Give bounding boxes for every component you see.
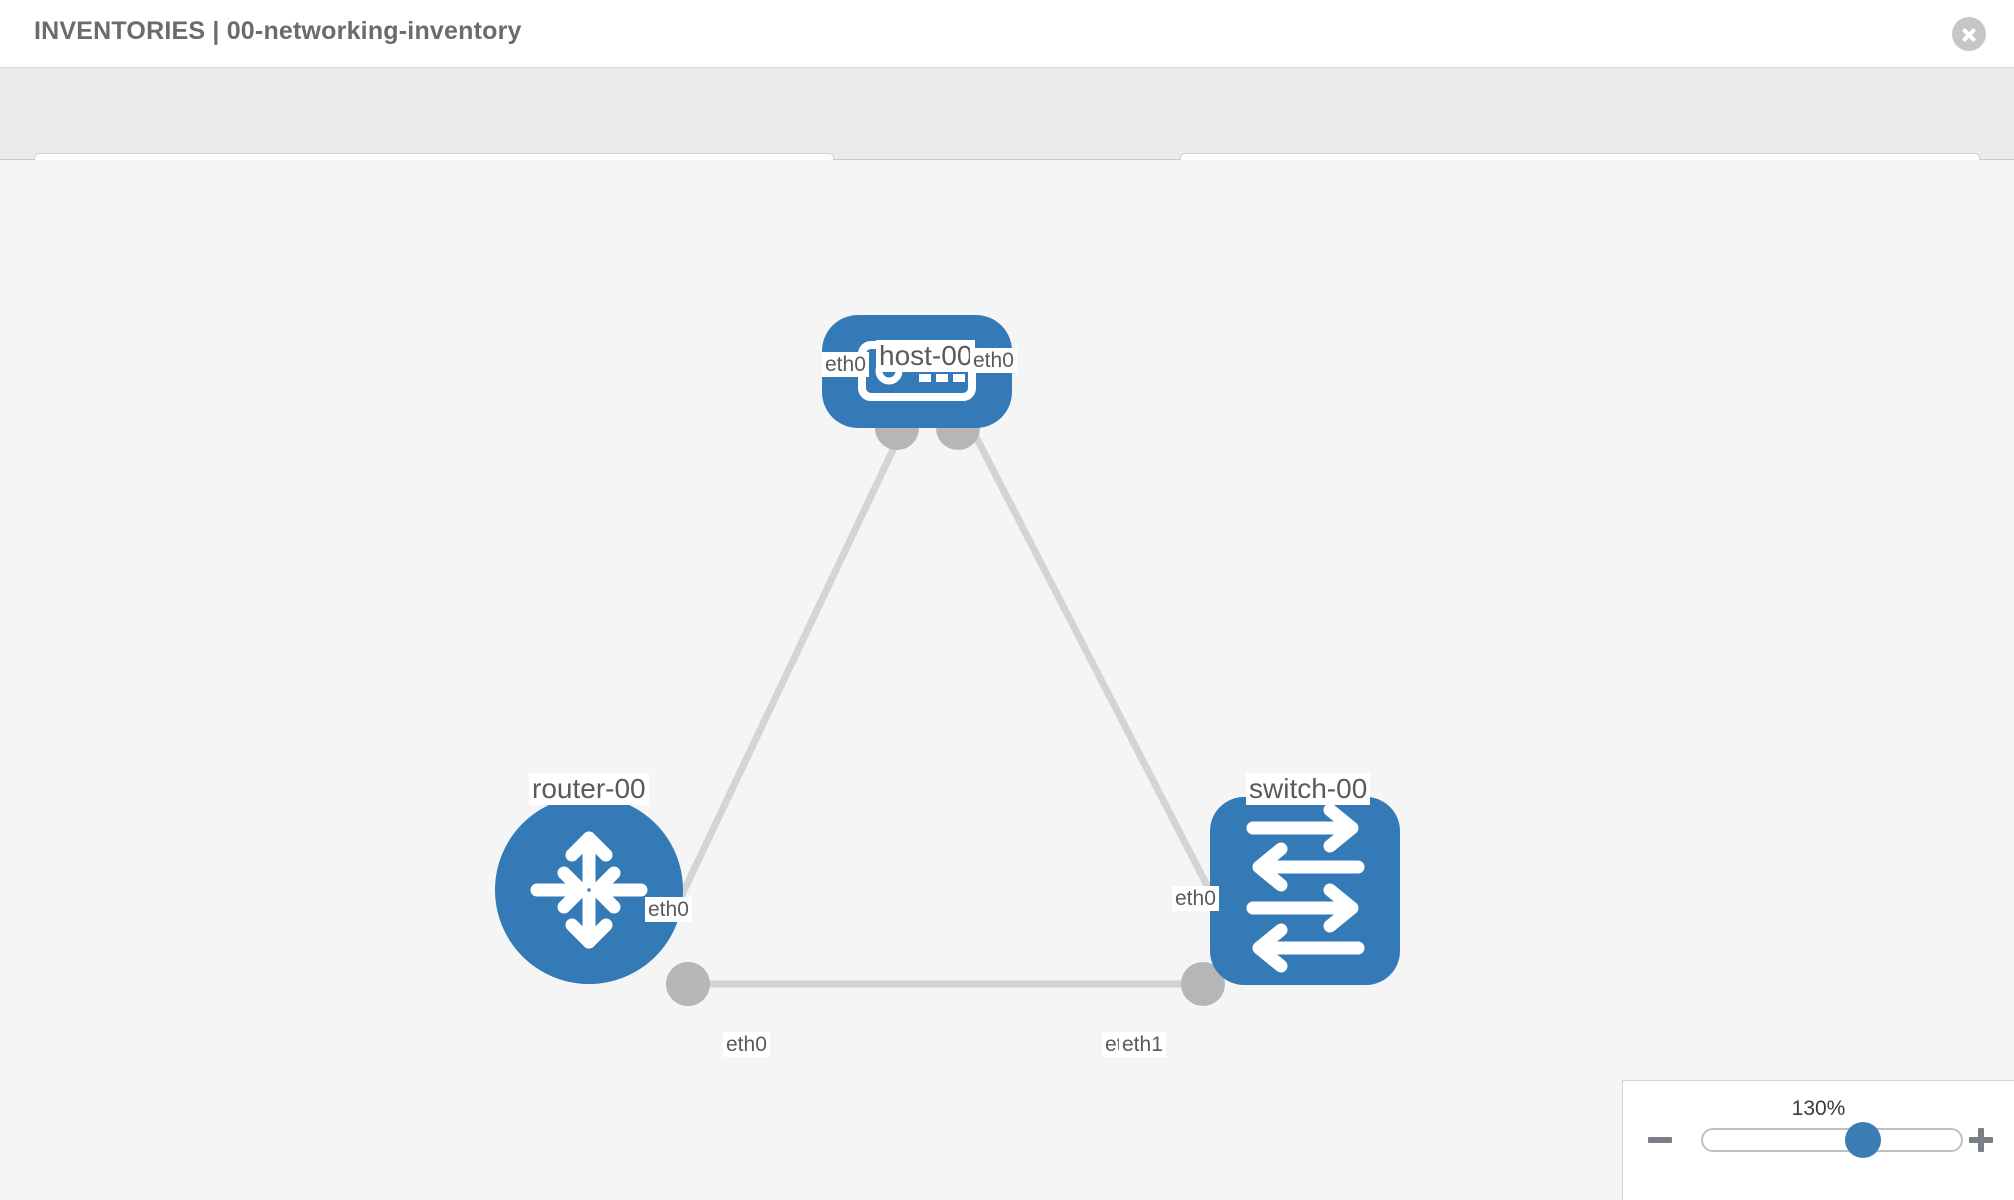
zoom-level-value: 130%: [1791, 1097, 1846, 1120]
zoom-control-panel: 130%: [1622, 1080, 2014, 1200]
node-label-router-00: router-00: [529, 773, 649, 805]
node-switch-00: [1210, 797, 1400, 985]
zoom-slider-thumb[interactable]: [1844, 1122, 1881, 1158]
link-host00-switch00: [971, 433, 1234, 932]
link-label-switch00-eth1: eth1: [1119, 1032, 1166, 1057]
link-router00-host00: [666, 433, 904, 922]
page-title: INVENTORIES | 00-networking-inventory: [34, 17, 522, 45]
node-label-switch-00: switch-00: [1246, 773, 1371, 805]
ports-layer: [666, 406, 1254, 1006]
router-icon: [530, 831, 648, 949]
link-label-host00-eth0-right: eth0: [970, 348, 1017, 373]
close-icon[interactable]: [1952, 17, 1986, 51]
zoom-in-button[interactable]: [1966, 1125, 1996, 1155]
link-label-router00-eth0: eth0: [723, 1032, 770, 1057]
zoom-out-button[interactable]: [1645, 1125, 1675, 1155]
topology-canvas[interactable]: host-00 router-00 switch-00 eth0 eth0 et…: [0, 160, 2014, 1200]
node-router-00: [495, 796, 683, 984]
zoom-slider-track[interactable]: [1701, 1122, 1963, 1158]
links-layer: [666, 433, 1234, 988]
page-header: INVENTORIES | 00-networking-inventory: [0, 0, 2014, 68]
link-label-switch00-eth0-up: eth0: [1172, 886, 1219, 911]
link-label-router00-eth0-up: eth0: [645, 897, 692, 922]
port-switch00-eth1-left: [1181, 962, 1225, 1006]
node-label-host-00: host-00: [876, 340, 976, 372]
topology-graph: [495, 315, 1400, 1006]
port-router00-eth0-right: [666, 962, 710, 1006]
switch-icon: [1246, 803, 1365, 973]
toolbar: ACTIONS SEARCH: [0, 68, 2014, 205]
link-label-host00-eth0-left: eth0: [822, 352, 869, 377]
